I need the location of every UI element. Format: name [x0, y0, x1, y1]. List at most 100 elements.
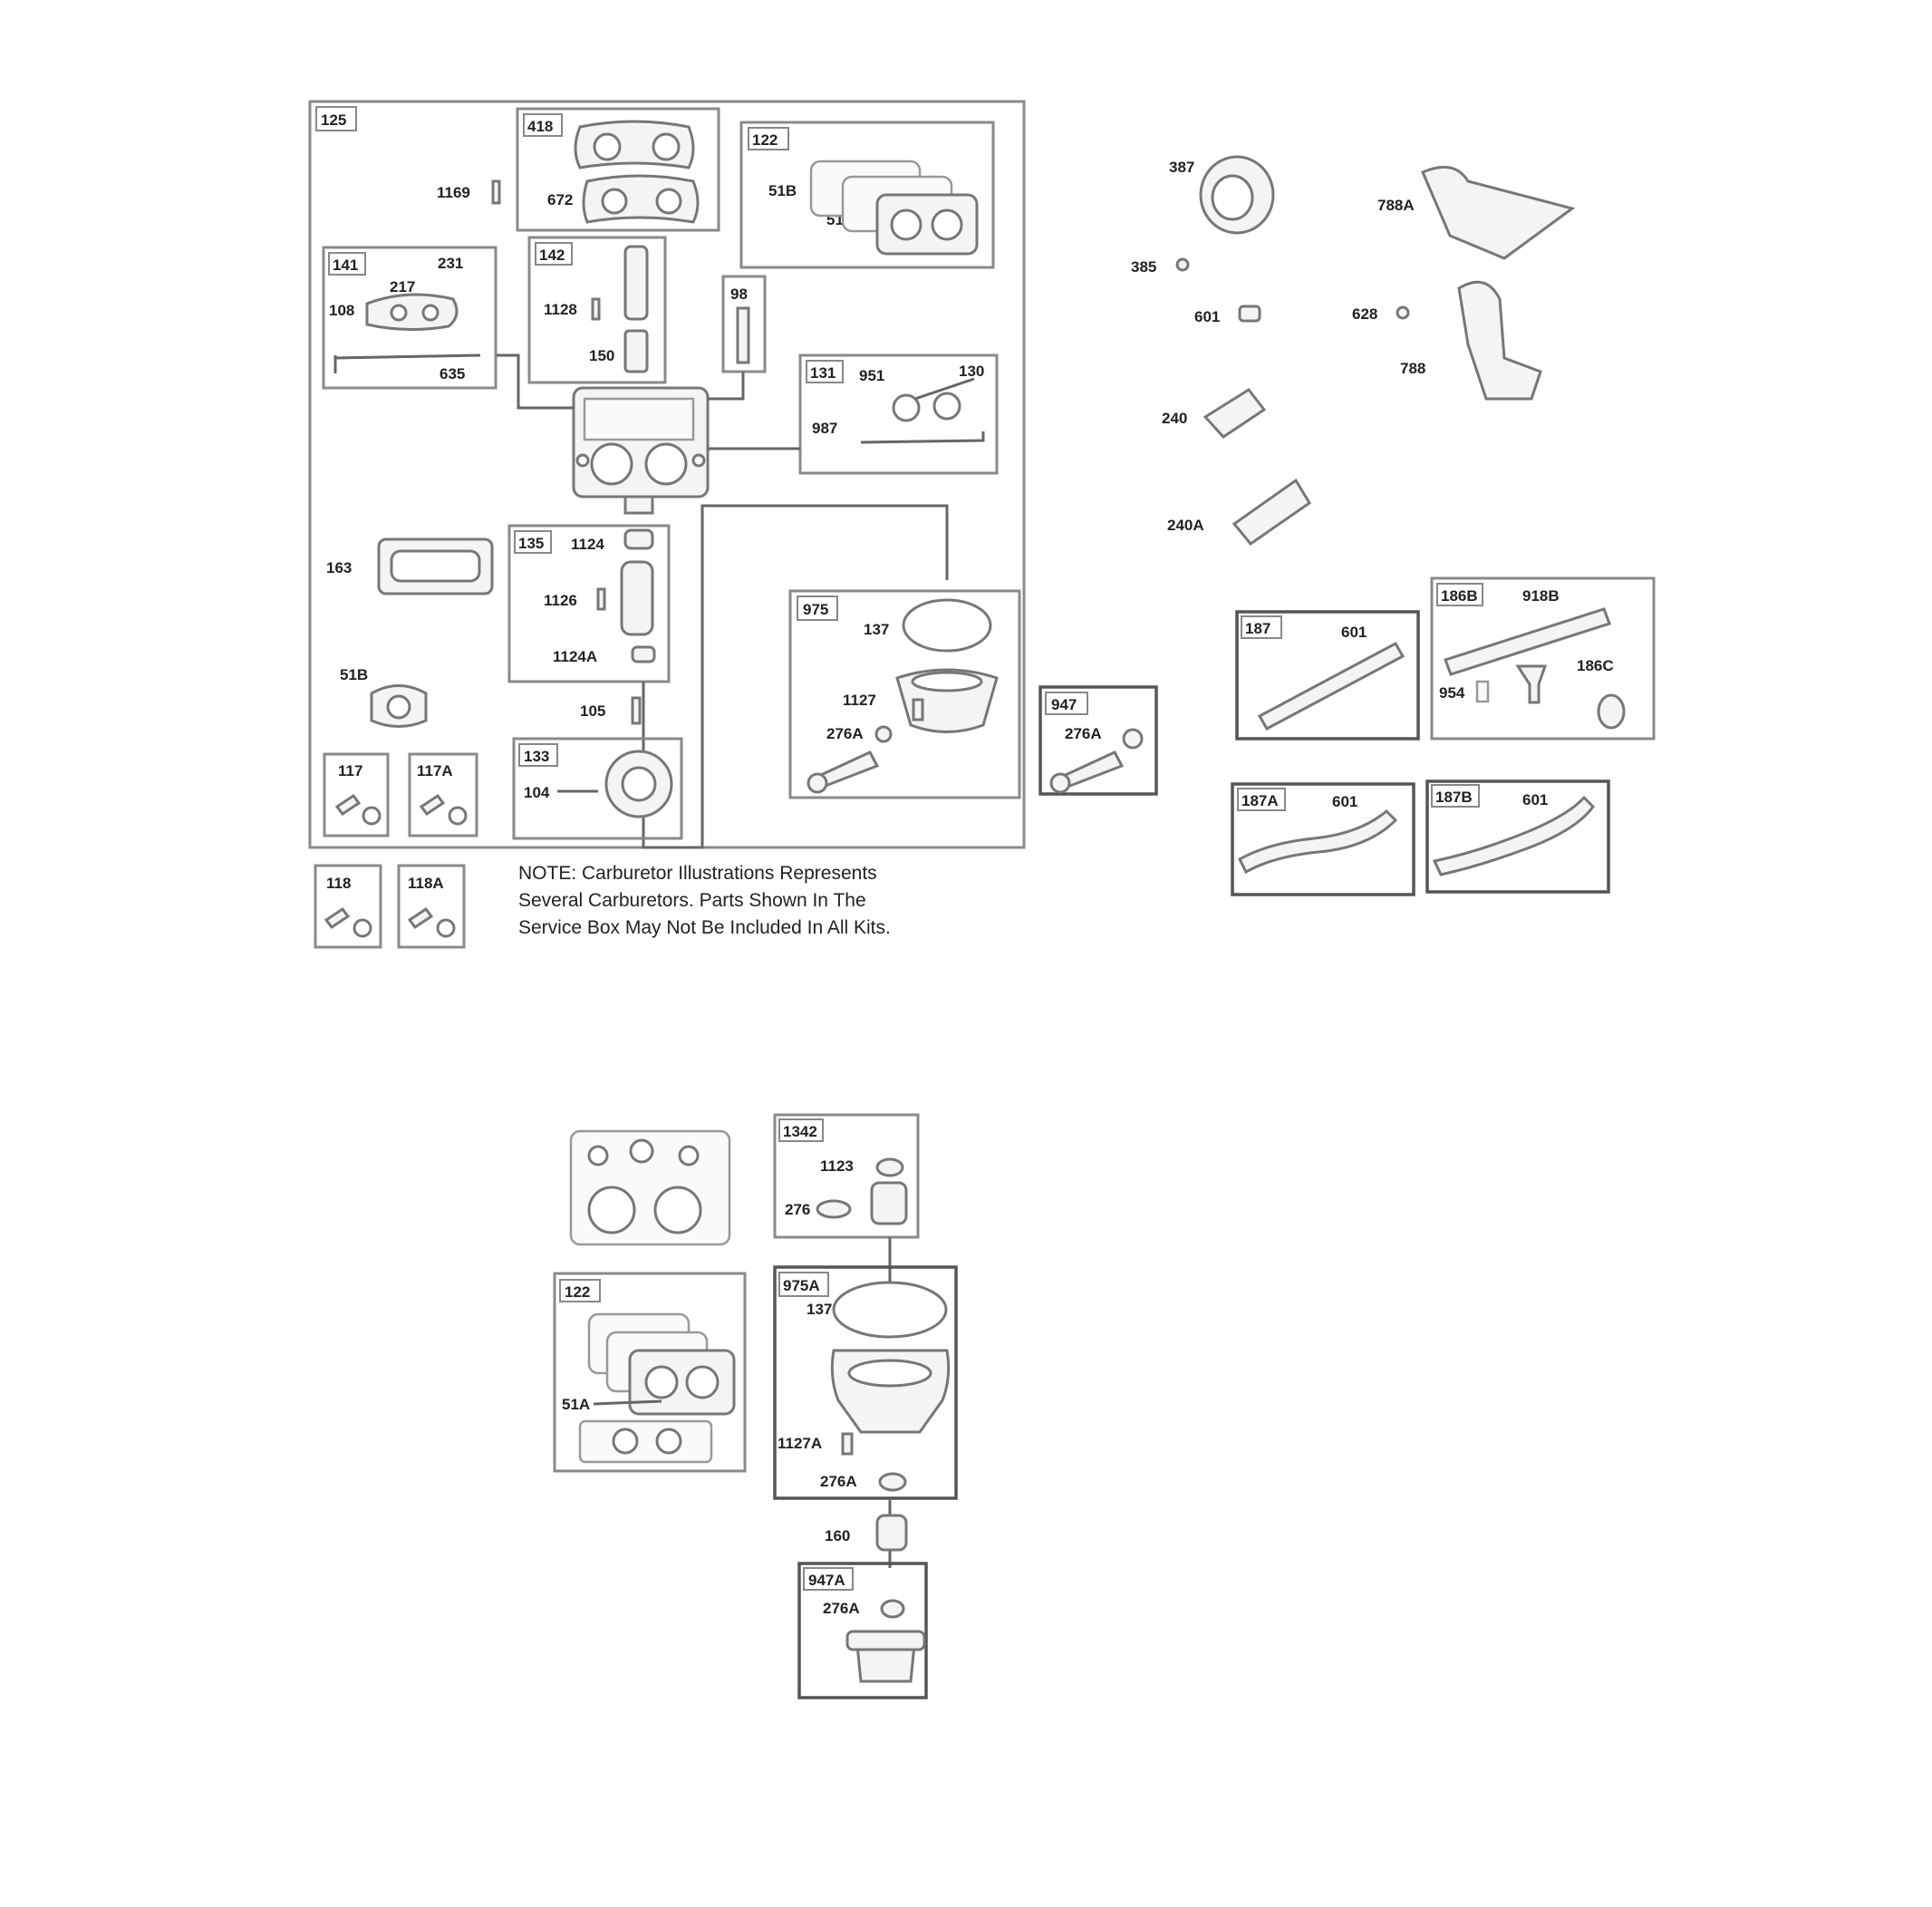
- label-187b: 187B: [1435, 789, 1473, 806]
- label-601-a: 601: [1194, 308, 1220, 325]
- label-98: 98: [730, 286, 748, 303]
- label-788: 788: [1400, 360, 1425, 377]
- label-133: 133: [524, 748, 549, 765]
- label-418: 418: [527, 118, 553, 135]
- spacer-lower: [628, 1349, 736, 1416]
- box-131: 131 951 130 987: [798, 353, 999, 475]
- label-601-d: 601: [1522, 791, 1548, 808]
- label-122-lower: 122: [565, 1283, 590, 1301]
- label-217: 217: [390, 278, 415, 295]
- label-276a-1: 276A: [826, 725, 864, 742]
- label-788a: 788A: [1377, 197, 1415, 214]
- label-1127: 1127: [843, 692, 876, 709]
- box-117a: 117A: [408, 752, 478, 837]
- label-163: 163: [326, 559, 352, 576]
- label-118a: 118A: [408, 875, 444, 892]
- box-98: 98: [721, 275, 767, 373]
- bracket-788: [1457, 280, 1542, 401]
- clamp-186c: [1597, 693, 1626, 730]
- box-1342: 1342 1123 276: [773, 1113, 920, 1239]
- label-131: 131: [810, 364, 836, 382]
- box-187a: 187A 601: [1231, 782, 1415, 896]
- box-118: 118: [314, 864, 382, 949]
- filter-240: [1203, 388, 1267, 439]
- o-ring-137-lower: [832, 1281, 948, 1339]
- bracket-788a: [1421, 165, 1576, 260]
- gasket-51a: [578, 1419, 713, 1464]
- label-130: 130: [959, 363, 984, 380]
- label-947: 947: [1051, 696, 1077, 713]
- label-231: 231: [438, 255, 463, 272]
- label-108: 108: [329, 302, 354, 319]
- label-135: 135: [518, 535, 544, 552]
- label-105: 105: [580, 702, 605, 720]
- label-118: 118: [326, 875, 351, 892]
- o-ring-137: [902, 598, 992, 653]
- label-51b-3: 51B: [340, 666, 368, 683]
- box-117: 117: [323, 752, 390, 837]
- label-276a-4: 276A: [823, 1600, 860, 1617]
- label-141: 141: [333, 257, 358, 274]
- box-947a: 947A 276A: [797, 1562, 928, 1699]
- emulsion-tube-1126: [620, 560, 654, 636]
- label-1124: 1124: [571, 536, 604, 553]
- box-418: 418 672: [516, 107, 720, 232]
- float-142: [623, 245, 649, 321]
- label-387: 387: [1169, 159, 1194, 176]
- screw-105: [631, 696, 642, 725]
- label-975: 975: [803, 601, 828, 618]
- note: NOTE: Carburetor Illustrations Represent…: [518, 863, 891, 938]
- box-122-top: 122 51B 51B: [739, 121, 995, 269]
- label-240: 240: [1162, 410, 1187, 427]
- label-1124a: 1124A: [553, 648, 597, 665]
- label-951: 951: [859, 367, 884, 384]
- valve-150: [623, 329, 649, 373]
- note-line-1: NOTE: Carburetor Illustrations Represent…: [518, 863, 877, 884]
- box-142: 142 1128 150: [527, 236, 667, 384]
- label-1169: 1169: [437, 184, 470, 201]
- box-135: 135 1124 1126 1124A: [507, 524, 671, 683]
- valve-186b: [1515, 664, 1548, 704]
- label-240a: 240A: [1167, 517, 1204, 534]
- box-187b: 187B 601: [1425, 779, 1610, 894]
- label-601-b: 601: [1341, 624, 1367, 641]
- jet-98: [736, 306, 750, 364]
- label-276: 276: [785, 1201, 810, 1218]
- box-975: 975 137 1127 276A: [788, 589, 1021, 799]
- label-1126: 1126: [544, 592, 577, 609]
- box-947: 947 276A: [1038, 685, 1158, 796]
- box-141: 141 231 217 108 635: [322, 246, 497, 390]
- label-137a: 137: [864, 621, 889, 638]
- filter-240a: [1232, 478, 1312, 547]
- fuel-line-918b: [1444, 607, 1611, 676]
- nut-160: [875, 1514, 908, 1552]
- label-672: 672: [547, 191, 573, 208]
- label-51b-1: 51B: [768, 182, 797, 199]
- part-387-group: 387 385 601 240 240A: [1131, 155, 1312, 547]
- part-788-group: 788A 628 788: [1352, 165, 1576, 401]
- box-975a: 975A 137 1127A 276A: [773, 1265, 958, 1500]
- label-186c: 186C: [1577, 657, 1614, 674]
- screw-1169: [491, 179, 501, 205]
- label-187: 187: [1245, 620, 1270, 637]
- label-635: 635: [440, 365, 465, 382]
- label-51a: 51A: [562, 1396, 590, 1413]
- label-987: 987: [812, 420, 837, 437]
- note-line-2: Several Carburetors. Parts Shown In The: [518, 890, 866, 911]
- label-142: 142: [539, 247, 565, 264]
- valve-1342: [870, 1181, 908, 1225]
- label-137b: 137: [807, 1301, 832, 1318]
- fuel-line-187: [1257, 641, 1406, 731]
- label-628: 628: [1352, 305, 1377, 323]
- label-1128: 1128: [544, 301, 577, 318]
- label-601-c: 601: [1332, 793, 1357, 810]
- label-1123: 1123: [820, 1157, 854, 1175]
- carburetor-sketch-lower: [569, 1129, 731, 1246]
- note-line-3: Service Box May Not Be Included In All K…: [518, 917, 891, 938]
- label-276a-3: 276A: [820, 1473, 857, 1490]
- fuel-line-187b: [1432, 795, 1595, 876]
- label-117a: 117A: [417, 762, 453, 779]
- label-117: 117: [338, 762, 362, 779]
- box-118a: 118A: [397, 864, 466, 949]
- box-187: 187 601: [1235, 610, 1420, 741]
